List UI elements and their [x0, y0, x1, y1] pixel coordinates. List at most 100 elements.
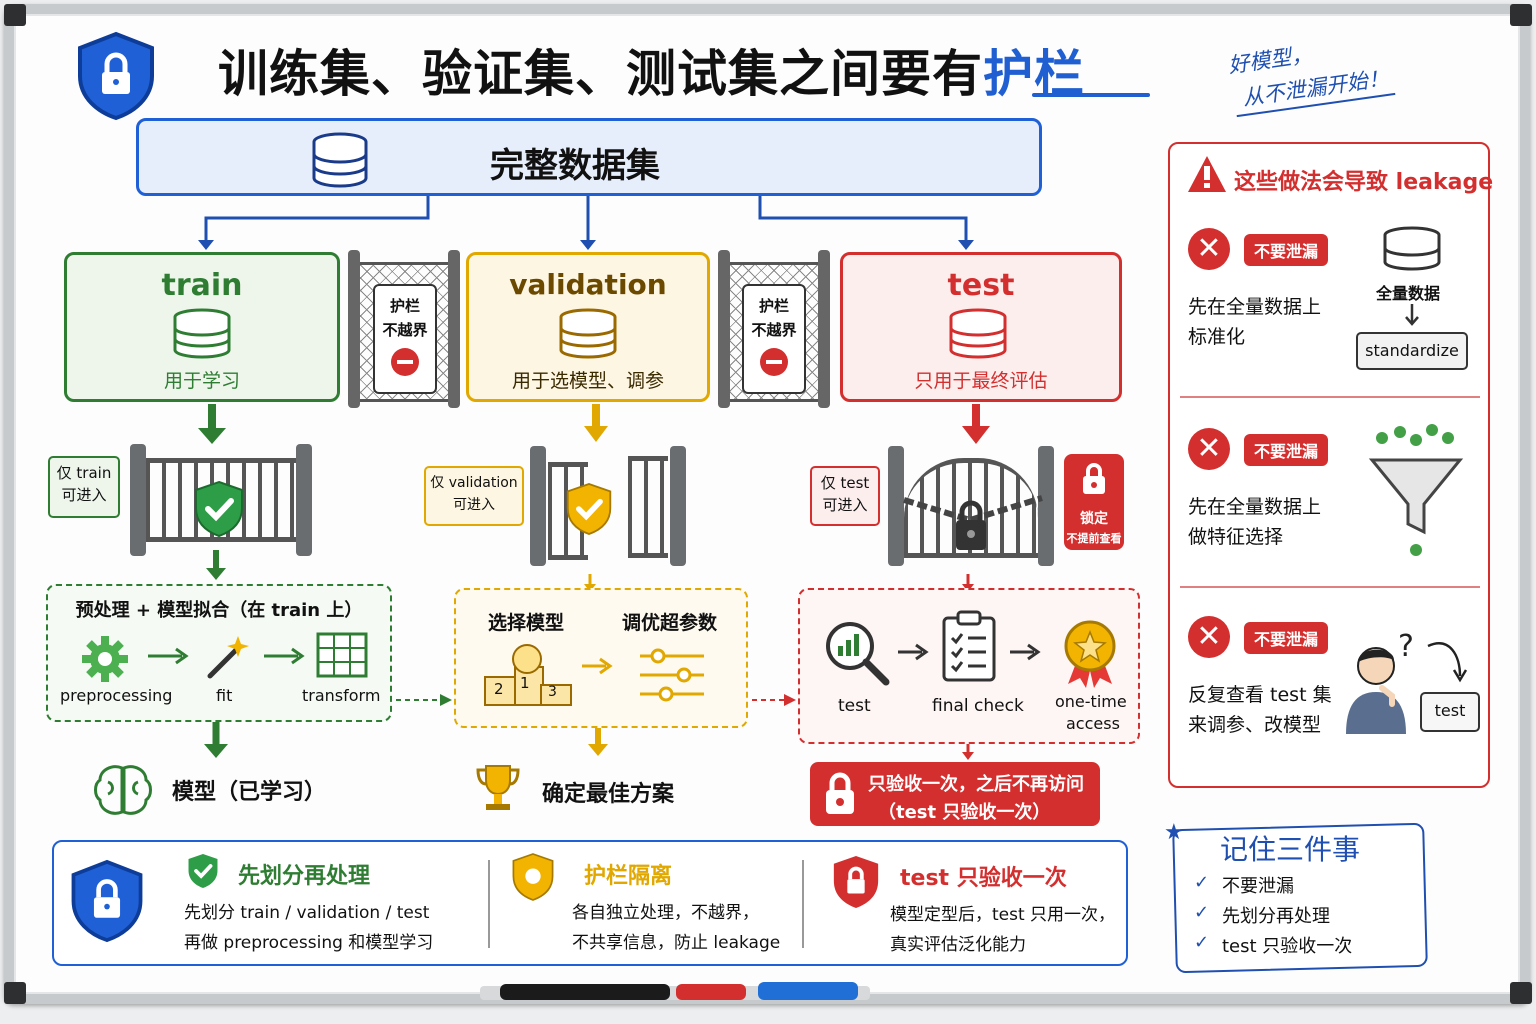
tag-text: 可进入: [453, 497, 495, 513]
leak-item-1-line1: 先在全量数据上: [1188, 296, 1322, 318]
black-marker[interactable]: [500, 984, 670, 1000]
gate-post: [888, 446, 904, 566]
test-lock-badge: [1064, 454, 1124, 550]
gate-post: [530, 446, 546, 566]
test-mini-label: test: [1434, 701, 1466, 720]
gear-icon: [82, 636, 128, 682]
summary-bar: [52, 840, 1128, 966]
test-database-icon: [949, 308, 1007, 359]
thinking-person-icon: ?: [1346, 629, 1468, 734]
validation-database-icon: [559, 308, 617, 359]
standardize-label: standardize: [1365, 341, 1459, 360]
clipboard-checklist-icon: [942, 610, 996, 682]
validation-gate-right[interactable]: [628, 456, 668, 558]
remember-title: 记住三件事: [1220, 833, 1361, 866]
funnel-filter-icon: [1368, 424, 1464, 556]
arrow-down-icon: [1405, 304, 1419, 326]
svg-text:?: ?: [1398, 629, 1414, 664]
title-underline: [1032, 93, 1150, 97]
red-marker[interactable]: [676, 984, 746, 1000]
check-icon: ✓: [1194, 872, 1210, 893]
padlock-icon: [826, 772, 854, 814]
green-shield-check-icon: [188, 854, 218, 888]
train-desc: 用于学习: [163, 370, 240, 392]
step-fit: fit: [216, 686, 233, 705]
leakage-title: 这些做法会导致 leakage: [1234, 170, 1494, 195]
full-dataset-label: 完整数据集: [490, 146, 660, 186]
fence-sign-text: 不越界: [751, 321, 797, 339]
sliders-icon: [640, 648, 704, 702]
train-database-icon: [173, 308, 231, 359]
leak-item-2-line1: 先在全量数据上: [1188, 496, 1322, 518]
leak-item-1-line2: 标准化: [1188, 326, 1246, 348]
remember-item-2: 先划分再处理: [1222, 906, 1330, 927]
arrow-icon: [1010, 643, 1041, 661]
validation-result: 确定最佳方案: [542, 782, 675, 807]
database-icon: [312, 132, 368, 188]
brain-icon: [94, 765, 152, 815]
podium-label-3: 3: [548, 684, 557, 700]
fence-sign-text: 护栏: [758, 297, 789, 315]
tag-text: 可进入: [61, 486, 107, 504]
gold-shield-icon: [512, 853, 554, 901]
medal-icon: [512, 644, 542, 674]
summary-divider: [802, 860, 804, 948]
summary-3-line1: 模型定型后，test 只用一次，: [890, 905, 1116, 925]
gate-post: [296, 444, 312, 556]
divider: [1180, 586, 1480, 588]
standardize-box: [1356, 332, 1468, 370]
test-step-final-check: final check: [932, 696, 1024, 716]
leak-item-3-line1: 反复查看 test 集: [1188, 684, 1332, 706]
fence-sign-text: 护栏: [389, 297, 420, 315]
magic-wand-icon: [207, 636, 249, 679]
trophy-icon: [476, 765, 520, 810]
chain-lock-icon: [903, 495, 1043, 550]
table-grid-icon: [316, 632, 368, 678]
x-circle-icon: ✕: [1188, 616, 1230, 658]
train-result: 模型（已学习）: [172, 780, 327, 805]
fence-post: [818, 250, 830, 408]
test-result-banner: [810, 762, 1100, 826]
gate-post: [130, 444, 146, 556]
summary-1-line2: 再做 preprocessing 和模型学习: [184, 933, 434, 953]
shield-lock-icon: [78, 31, 154, 121]
database-icon: [1383, 226, 1441, 271]
arrow-icon: [898, 643, 929, 661]
star-icon: ★: [1164, 820, 1184, 845]
full-data-label: 全量数据: [1376, 284, 1441, 303]
tag-text: 仅 test: [820, 474, 870, 492]
gold-shield-check-icon: [566, 483, 612, 535]
test-title: test: [947, 268, 1015, 303]
test-step-test: test: [838, 696, 871, 716]
lock-sub-label: 不提前查看: [1066, 532, 1122, 545]
validation-title: validation: [509, 268, 667, 301]
gate-post: [1038, 446, 1054, 566]
check-icon: ✓: [1194, 932, 1210, 953]
dont-leak-badge: 不要泄漏: [1244, 622, 1329, 654]
warning-triangle-icon: [1188, 156, 1226, 192]
train-box: [64, 252, 340, 402]
summary-2-line2: 不共享信息，防止 leakage: [572, 933, 781, 953]
step-transform: transform: [302, 686, 381, 705]
frame-corner: [1510, 982, 1532, 1004]
fence-sign-right: 护栏不越界: [742, 284, 806, 394]
leak-item-2-line2: 做特征选择: [1188, 526, 1284, 548]
summary-2-title: 护栏隔离: [584, 864, 673, 889]
step-preprocessing: preprocessing: [60, 686, 173, 705]
validation-access-tag: 仅 validation 可进入: [424, 466, 524, 526]
frame-corner: [4, 4, 26, 26]
test-step-one-time: one-time: [1055, 692, 1127, 711]
summary-divider: [488, 860, 490, 948]
blue-marker[interactable]: [758, 982, 858, 1000]
tag-text: 仅 validation: [430, 475, 518, 491]
frame-corner: [4, 982, 26, 1004]
dont-leak-badge: 不要泄漏: [1244, 234, 1329, 266]
validation-step1: 选择模型: [488, 612, 565, 634]
train-process-title: 预处理 + 模型拟合（在 train 上）: [75, 600, 363, 621]
no-entry-icon: [391, 348, 419, 376]
fence-post: [718, 250, 730, 408]
leak-item-3-line2: 来调参、改模型: [1188, 714, 1322, 736]
fence-sign-text: 不越界: [382, 321, 428, 339]
dont-leak-badge: 不要泄漏: [1244, 434, 1329, 466]
